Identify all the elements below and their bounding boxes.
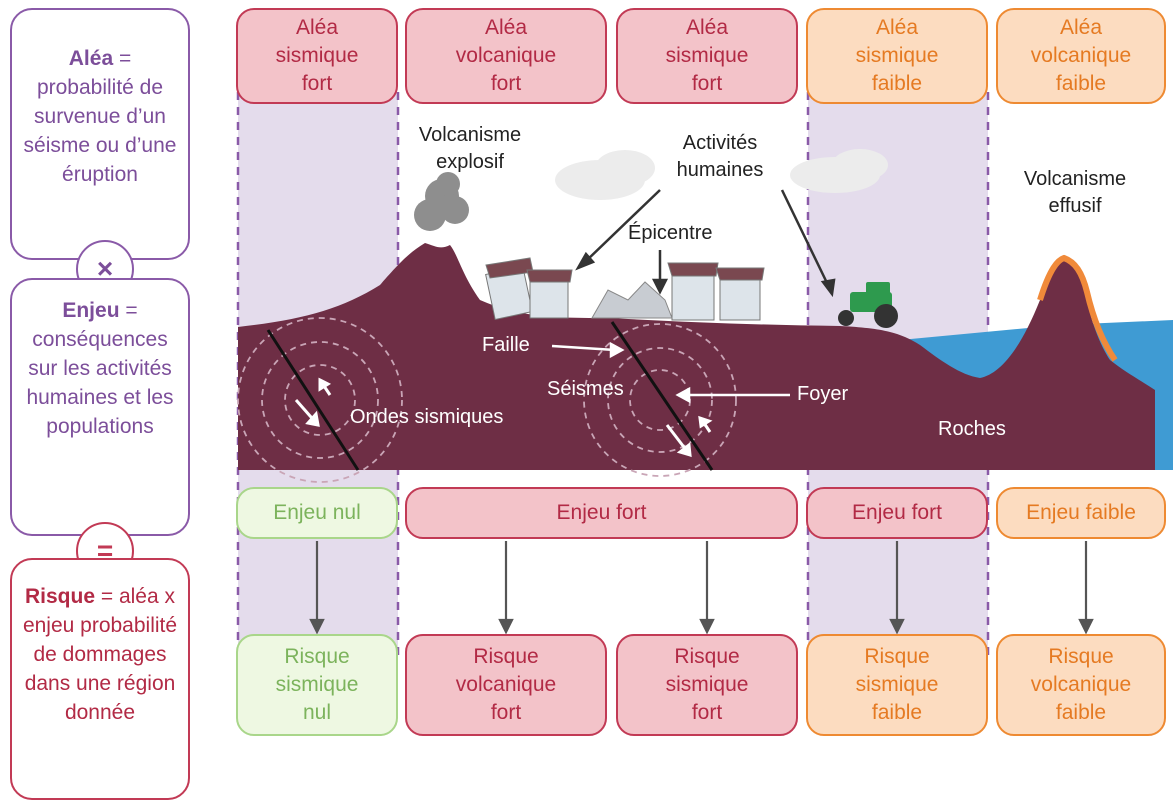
buildings — [485, 257, 765, 321]
pointer-arrows — [575, 189, 836, 298]
fault-line-left — [266, 329, 360, 471]
hazard-box-seismic-strong-2: Aléa sismique fort — [616, 8, 798, 104]
rock-layer — [238, 243, 1155, 470]
seismic-waves-left — [237, 317, 403, 483]
stake-box-strong: Enjeu fort — [806, 487, 988, 539]
label-focus: Foyer — [797, 383, 849, 405]
stake-box-null: Enjeu nul — [236, 487, 398, 539]
risk-box-seismic-weak: Risque sismique faible — [806, 634, 988, 736]
hazard-box-seismic-strong-1: Aléa sismique fort — [236, 8, 398, 104]
label-explosive-volcanism: Volcanisme explosif — [418, 124, 522, 173]
risque-definition: = aléa x enjeu probabilité de dommages d… — [22, 585, 178, 724]
lava-glow — [1037, 254, 1118, 362]
label-earthquakes: Séismes — [547, 378, 624, 400]
stake-box-weak: Enjeu faible — [996, 487, 1166, 539]
label-effusive-volcanism: Volcanisme effusif — [1023, 168, 1127, 217]
rubble — [591, 281, 673, 319]
stake-box-strong-wide: Enjeu fort — [405, 487, 798, 539]
risk-box-volcanic-strong: Risque volcanique fort — [405, 634, 607, 736]
hazard-box-volcanic-weak: Aléa volcanique faible — [996, 8, 1166, 104]
smoke-cloud — [414, 172, 469, 231]
risk-box-seismic-strong: Risque sismique fort — [616, 634, 798, 736]
cloud — [555, 149, 888, 200]
risque-definition-card: Risque = aléa x enjeu probabilité de dom… — [10, 558, 190, 800]
alea-definition: = probabilité de survenue d’un séisme ou… — [23, 47, 177, 186]
enjeu-definition-card: Enjeu = conséquences sur les activités h… — [10, 278, 190, 536]
label-fault: Faille — [482, 334, 530, 356]
slip-arrows — [294, 377, 713, 458]
alea-term: Aléa — [68, 47, 114, 70]
enjeu-definition: = conséquences sur les activités humaine… — [26, 299, 174, 438]
hazard-box-volcanic-strong: Aléa volcanique fort — [405, 8, 607, 104]
label-arrows — [551, 341, 790, 404]
risque-term: Risque — [25, 585, 96, 608]
risk-box-seismic-null: Risque sismique nul — [236, 634, 398, 736]
label-human-activities: Activités humaines — [676, 132, 764, 181]
alea-definition-card: Aléa = probabilité de survenue d’un séis… — [10, 8, 190, 260]
label-epicentre: Épicentre — [628, 222, 713, 244]
label-rocks: Roches — [938, 418, 1006, 440]
enjeu-term: Enjeu — [62, 299, 120, 322]
risk-box-volcanic-weak: Risque volcanique faible — [996, 634, 1166, 736]
tractor-icon — [838, 282, 898, 328]
fault-line-right — [610, 321, 714, 471]
hazard-box-seismic-weak: Aléa sismique faible — [806, 8, 988, 104]
label-seismic-waves: Ondes sismiques — [350, 406, 504, 428]
